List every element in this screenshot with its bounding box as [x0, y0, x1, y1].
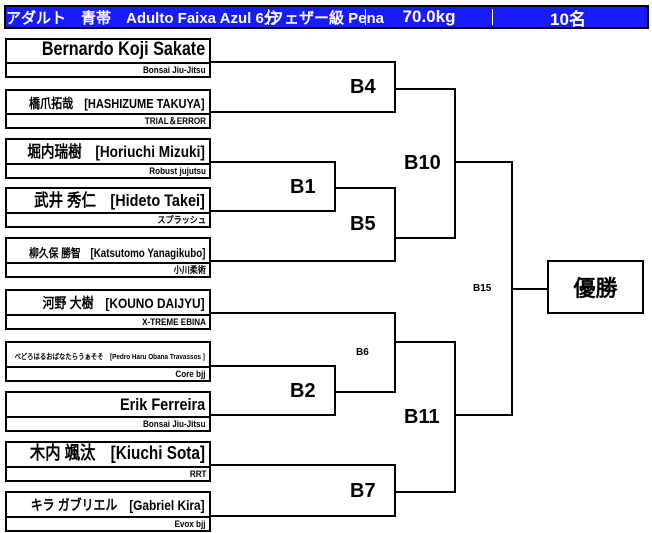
bracket-line	[211, 111, 396, 113]
bracket-line	[211, 515, 396, 517]
bout-label-b2: B2	[290, 380, 316, 402]
weight-class: フェザー級 Pena	[269, 9, 385, 27]
competitor-box: 橋爪拓哉 [HASHIZUME TAKUYA] TRIAL＆ERROR	[5, 89, 211, 129]
bracket-line	[211, 365, 336, 367]
bout-label-b5: B5	[350, 213, 376, 235]
competitor-name: べどろはるおばなたらうぁそそ [Pedro Haru Obana Travass…	[14, 352, 205, 361]
bout-label-b11: B11	[404, 406, 440, 428]
competitor-box: キラ ガブリエル [Gabriel Kira] Evox bjj	[5, 491, 211, 532]
competitor-box: 堀内瑞樹 [Horiuchi Mizuki] Robust jujutsu	[5, 138, 211, 179]
divider	[268, 9, 269, 25]
bracket-line	[454, 341, 456, 493]
bout-label-b6: B6	[356, 347, 369, 358]
competitor-count: 10名	[550, 9, 586, 29]
competitor-name: 武井 秀仁 [Hideto Takei]	[34, 191, 205, 210]
bracket-line	[211, 414, 336, 416]
bout-label-b10: B10	[404, 152, 441, 174]
competitor-team: RRT	[189, 469, 206, 479]
competitor-name: Erik Ferreira	[119, 395, 205, 414]
competitor-team: Bonsai Jiu-Jitsu	[143, 65, 206, 75]
bout-label-b1: B1	[290, 176, 316, 198]
bracket-line	[394, 187, 396, 262]
bracket-line	[394, 491, 456, 493]
bracket-line	[454, 88, 456, 239]
division-header: アダルト 青帯 Adulto Faixa Azul 6分 フェザー級 Pena …	[4, 5, 649, 29]
bracket-line	[394, 341, 456, 343]
division-title: アダルト 青帯 Adulto Faixa Azul 6分	[6, 9, 279, 27]
bracket-line	[334, 187, 396, 189]
bracket-line	[454, 161, 513, 163]
bracket-line	[211, 260, 396, 262]
bracket-line	[394, 237, 456, 239]
competitor-box: 柳久保 勝智 [Katsutomo Yanagikubo] 小川柔術	[5, 237, 211, 278]
competitor-name: 橋爪拓哉 [HASHIZUME TAKUYA]	[29, 96, 205, 111]
competitor-name: 木内 颯汰 [Kiuchi Sota]	[29, 443, 205, 463]
bracket-line	[511, 288, 548, 290]
weight-limit: 70.0kg	[402, 7, 456, 26]
competitor-name: Bernardo Koji Sakate	[41, 40, 205, 60]
competitor-name: 堀内瑞樹 [Horiuchi Mizuki]	[27, 144, 205, 161]
bracket-line	[334, 391, 396, 393]
bracket-line	[211, 464, 396, 466]
bout-label-b7: B7	[350, 480, 376, 502]
bout-label-b15: B15	[473, 283, 492, 294]
bracket-line	[454, 414, 513, 416]
divider	[492, 9, 493, 25]
competitor-team: Core bjj	[175, 369, 206, 379]
bracket-line	[394, 61, 396, 113]
bracket-line	[394, 312, 396, 393]
competitor-name: 河野 大樹 [KOUNO DAIJYU]	[43, 295, 205, 311]
competitor-name: キラ ガブリエル [Gabriel Kira]	[31, 497, 205, 513]
competitor-team: Evox bjj	[174, 519, 206, 529]
competitor-box: べどろはるおばなたらうぁそそ [Pedro Haru Obana Travass…	[5, 341, 211, 382]
competitor-box: Erik Ferreira Bonsai Jiu-Jitsu	[5, 391, 211, 432]
divider	[365, 9, 366, 25]
bracket-line	[211, 61, 396, 63]
champion-box: 優勝	[547, 260, 644, 314]
bracket-line	[211, 312, 396, 314]
competitor-team: X-TREME EBINA	[142, 317, 206, 327]
bracket-line	[211, 210, 336, 212]
bout-label-b4: B4	[350, 76, 376, 98]
bracket-line	[211, 161, 336, 163]
bracket-line	[334, 365, 336, 416]
bracket-line	[394, 464, 396, 517]
competitor-team: 小川柔術	[173, 265, 206, 275]
competitor-name: 柳久保 勝智 [Katsutomo Yanagikubo]	[28, 248, 205, 260]
bracket-line	[334, 161, 336, 212]
competitor-box: 木内 颯汰 [Kiuchi Sota] RRT	[5, 441, 211, 482]
competitor-team: Bonsai Jiu-Jitsu	[143, 419, 206, 429]
champion-label: 優勝	[573, 276, 618, 301]
competitor-box: 武井 秀仁 [Hideto Takei] スプラッシュ	[5, 187, 211, 228]
bracket-line	[394, 88, 456, 90]
competitor-team: スプラッシュ	[157, 215, 206, 225]
competitor-box: Bernardo Koji Sakate Bonsai Jiu-Jitsu	[5, 38, 211, 78]
competitor-box: 河野 大樹 [KOUNO DAIJYU] X-TREME EBINA	[5, 289, 211, 330]
competitor-team: TRIAL＆ERROR	[144, 116, 206, 126]
competitor-team: Robust jujutsu	[149, 166, 206, 176]
